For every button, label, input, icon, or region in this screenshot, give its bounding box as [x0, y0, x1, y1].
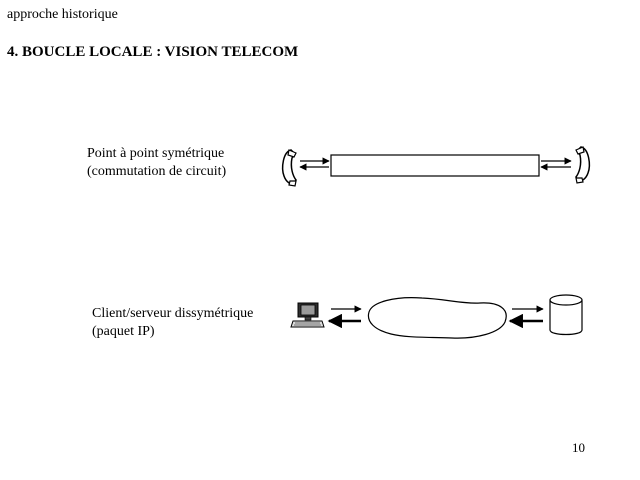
left-telephone-handset-icon — [281, 149, 297, 187]
server-database-icon — [549, 294, 583, 336]
section-header: approche historique — [7, 7, 118, 22]
client-server-label-line1: Client/serveur dissymétrique — [92, 306, 254, 321]
point-to-point-label-line2: (commutation de circuit) — [87, 164, 227, 179]
cs-left-arrows — [327, 305, 362, 329]
point-to-point-label: Point à point symétrique (commutation de… — [87, 145, 226, 181]
client-server-label-line2: (paquet IP) — [92, 324, 155, 339]
slide-title: 4. BOUCLE LOCALE : VISION TELECOM — [7, 44, 299, 60]
computer-icon — [290, 302, 325, 328]
p2p-left-arrows — [299, 157, 330, 171]
cs-right-arrows — [508, 305, 544, 329]
circuit-line-box — [330, 154, 540, 177]
ip-network-cloud-icon — [367, 297, 507, 339]
page-number: 10 — [572, 440, 585, 455]
right-telephone-handset-icon — [575, 146, 591, 184]
point-to-point-label-line1: Point à point symétrique — [87, 146, 225, 161]
client-server-label: Client/serveur dissymétrique (paquet IP) — [92, 305, 253, 341]
p2p-right-arrows — [540, 157, 572, 171]
